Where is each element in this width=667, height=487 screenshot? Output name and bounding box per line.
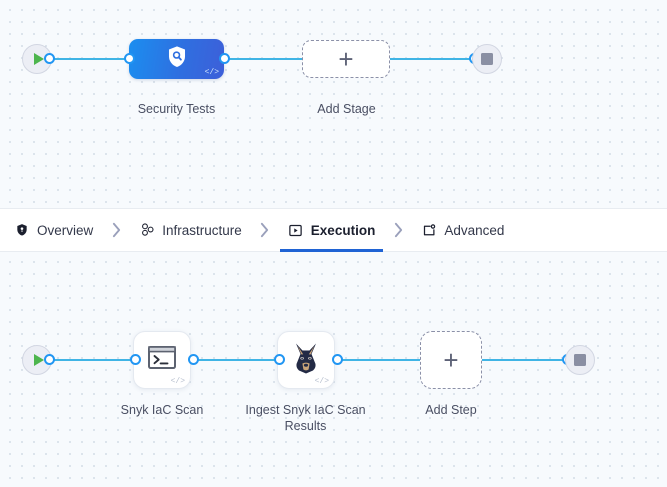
code-badge: </>: [170, 377, 185, 386]
step1-output-port[interactable]: [188, 354, 199, 365]
wire-addstage-to-end: [390, 58, 475, 60]
tab-infrastructure[interactable]: Infrastructure: [139, 208, 242, 252]
stage-canvas[interactable]: </> Security Tests + Add Stage: [0, 0, 667, 208]
stop-icon: [574, 354, 586, 366]
wire-stage-to-addstage: [222, 58, 304, 60]
tab-label-execution: Execution: [310, 222, 376, 238]
step-canvas[interactable]: </> Snyk IaC Scan </>: [0, 252, 667, 487]
step2-output-port[interactable]: [332, 354, 343, 365]
tab-overview[interactable]: Overview: [14, 208, 93, 252]
pipeline-end-node[interactable]: [472, 44, 502, 74]
wire-start-to-step1: [48, 359, 134, 361]
tab-separator-3: [375, 208, 421, 252]
stage-output-port[interactable]: [219, 53, 230, 64]
tab-label-advanced: Advanced: [444, 222, 505, 238]
stop-icon: [481, 53, 493, 65]
tab-advanced[interactable]: Advanced: [421, 208, 504, 252]
step-start-output-port[interactable]: [44, 354, 55, 365]
tab-separator-1: [93, 208, 139, 252]
wire-step1-to-step2: [192, 359, 276, 361]
add-stage-label: Add Stage: [317, 102, 376, 116]
tab-label-infrastructure: Infrastructure: [162, 222, 242, 238]
add-stage-button[interactable]: +: [302, 40, 390, 78]
nodes-cluster-icon: [139, 222, 155, 238]
wire-step2-to-addstep: [336, 359, 420, 361]
card-gear-icon: [421, 222, 437, 238]
stage-input-port[interactable]: [124, 53, 135, 64]
play-icon: [33, 53, 44, 65]
plus-icon: +: [443, 345, 459, 375]
play-box-icon: [288, 222, 304, 238]
play-icon: [33, 354, 44, 366]
terminal-icon: [147, 345, 177, 376]
code-badge: </>: [204, 68, 219, 77]
step-node-snyk-iac-scan[interactable]: </>: [133, 331, 191, 389]
tab-separator-2: [242, 208, 288, 252]
code-badge: </>: [314, 377, 329, 386]
stage-config-tabs[interactable]: Overview Infrastructure: [0, 208, 667, 252]
tab-execution[interactable]: Execution: [279, 208, 383, 252]
step1-input-port[interactable]: [130, 354, 141, 365]
stage-label-security-tests: Security Tests: [137, 102, 216, 116]
step-label-snyk-iac-scan: Snyk IaC Scan: [120, 403, 204, 417]
shield-icon: [14, 222, 30, 238]
step-node-ingest-snyk-results[interactable]: </>: [277, 331, 335, 389]
step-label-ingest-snyk-results: Ingest Snyk IaC Scan Results: [245, 403, 366, 433]
shield-search-icon: [164, 44, 190, 75]
stage-node-security-tests[interactable]: </>: [129, 39, 224, 79]
step2-input-port[interactable]: [274, 354, 285, 365]
start-output-port[interactable]: [44, 53, 55, 64]
tab-label-overview: Overview: [37, 222, 94, 238]
add-step-button[interactable]: +: [420, 331, 482, 389]
plus-icon: +: [338, 44, 354, 74]
wire-start-to-stage: [48, 58, 132, 60]
snyk-dog-icon: [291, 342, 321, 379]
wire-addstep-to-end: [482, 359, 568, 361]
step-end-node[interactable]: [565, 345, 595, 375]
add-step-label: Add Step: [425, 403, 477, 417]
